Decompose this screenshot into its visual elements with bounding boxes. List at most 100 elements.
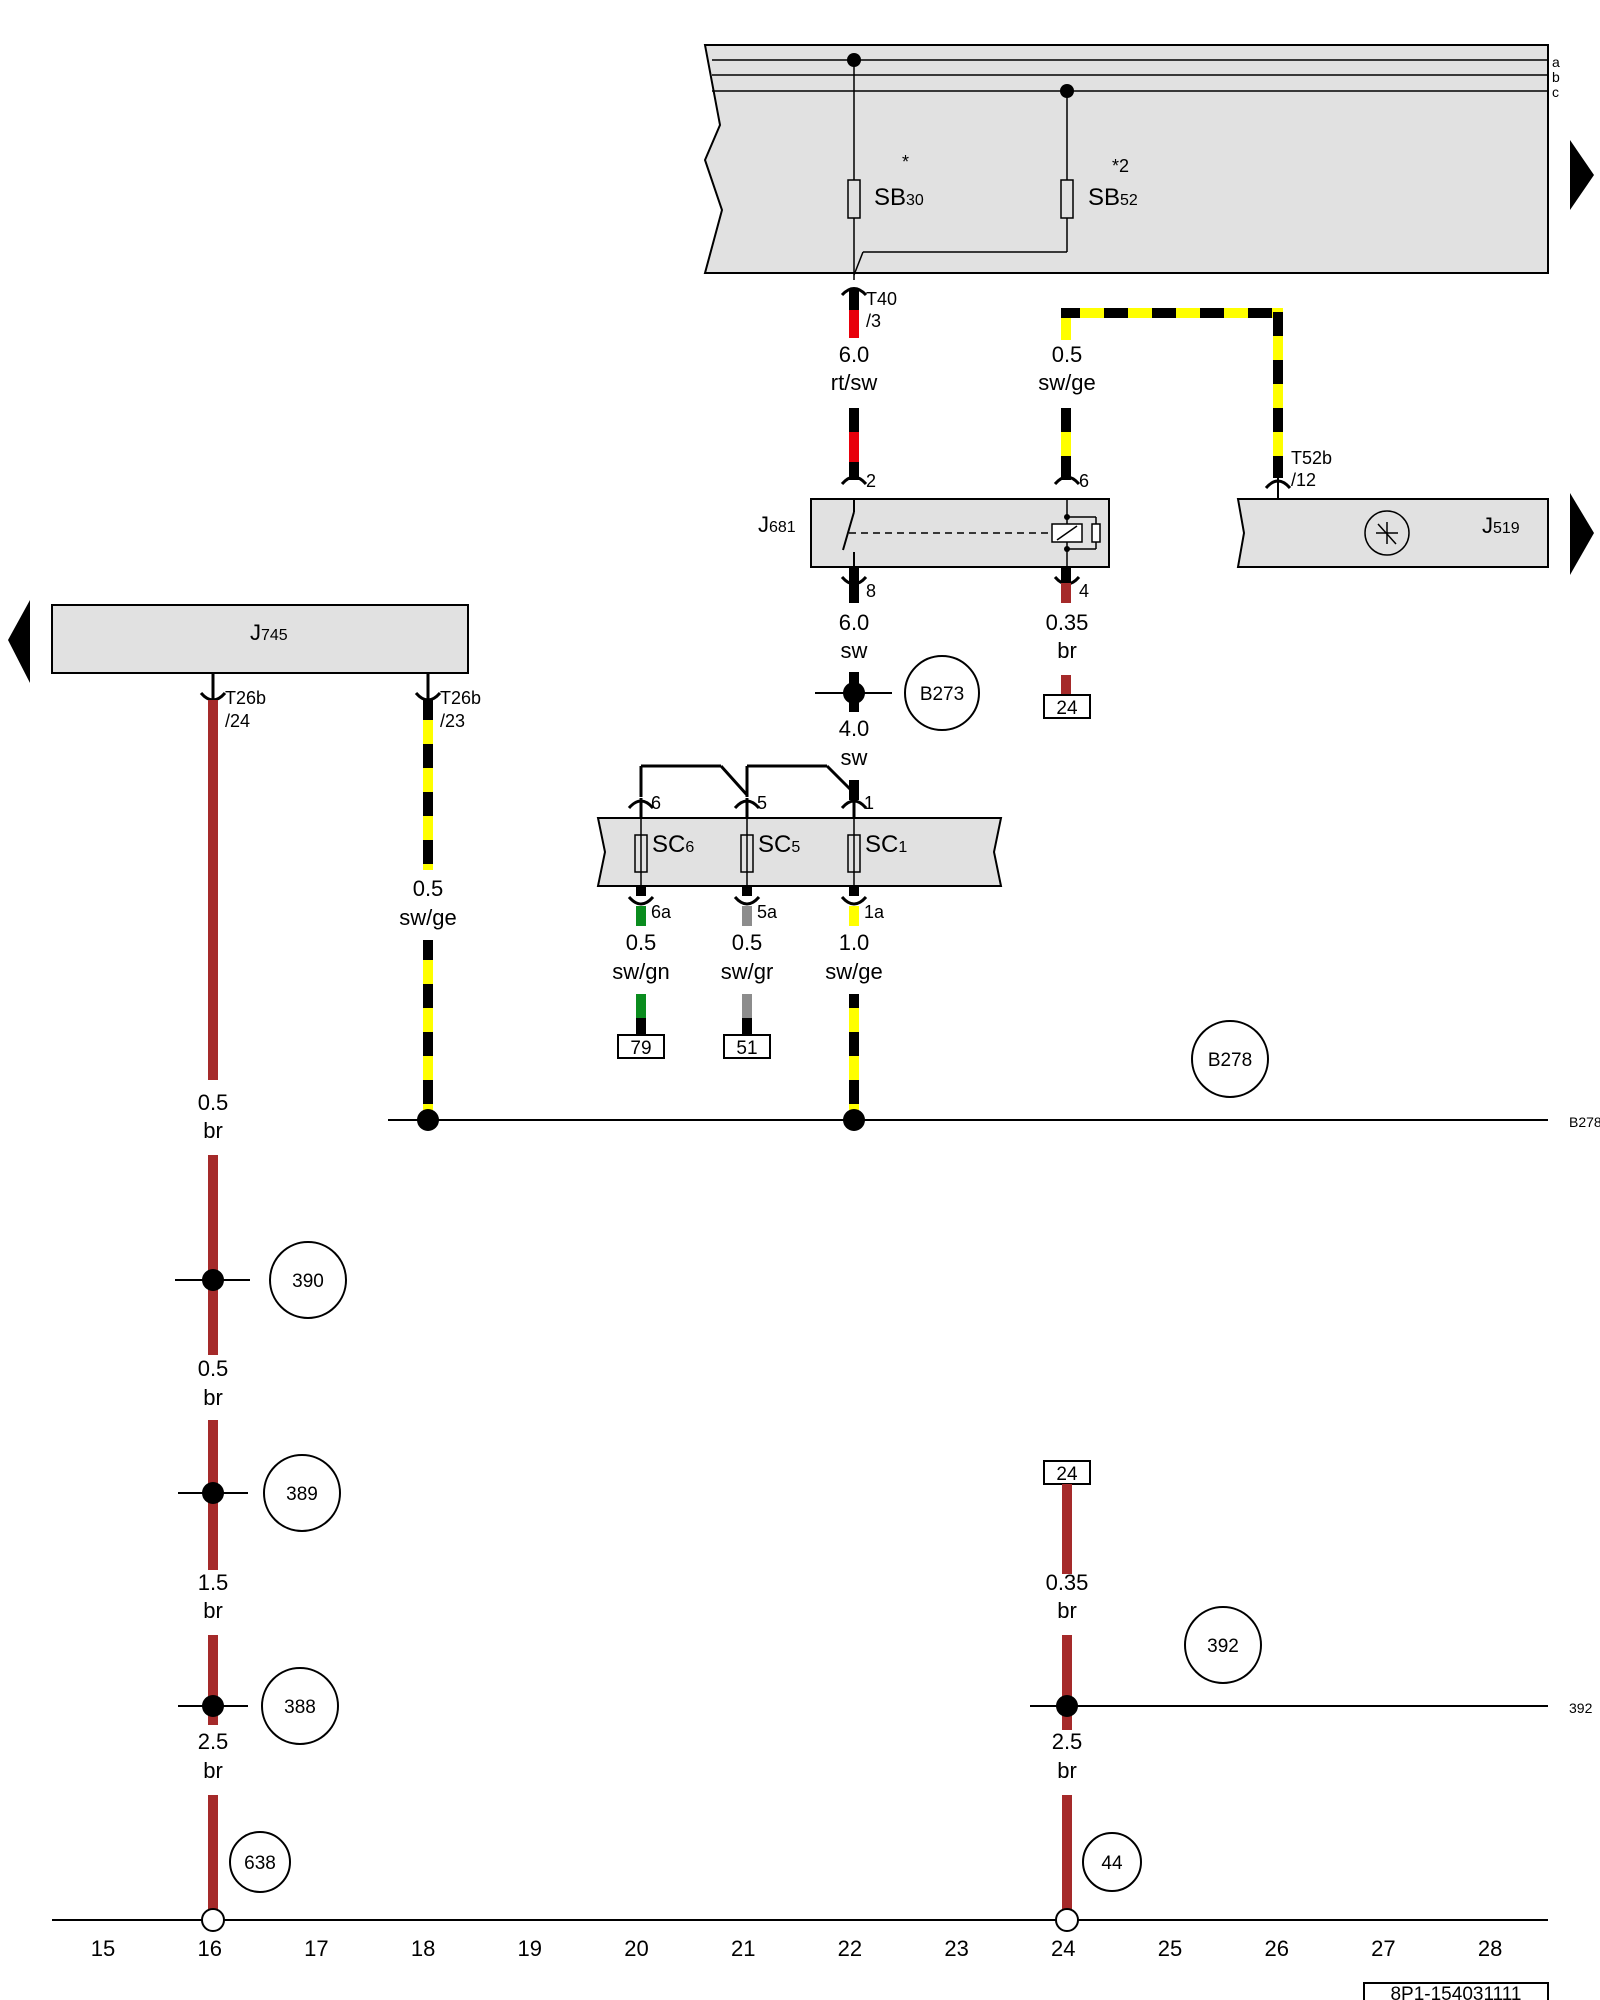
track-number: 25: [1158, 1936, 1182, 1961]
splice-point: [417, 1109, 439, 1131]
wire-label-color: sw/ge: [825, 959, 882, 984]
fuse-sb30-note: *: [902, 152, 909, 172]
wire-label-color: br: [203, 1598, 223, 1623]
ref-box-51: 51: [736, 1038, 757, 1059]
wire-label-size: 2.5: [198, 1729, 229, 1754]
splice-b273: [843, 682, 865, 704]
connector-t52b: T52b: [1291, 448, 1332, 468]
wire-label-size: 0.5: [198, 1356, 229, 1381]
wire-label-color: br: [203, 1758, 223, 1783]
track-number: 19: [518, 1936, 542, 1961]
wire-label-size: 0.5: [198, 1090, 229, 1115]
wire-label-color: sw: [841, 745, 868, 770]
wire-label-size: 6.0: [839, 610, 870, 635]
connector-t26b: T26b: [440, 688, 481, 708]
pin-label: 4: [1079, 581, 1089, 601]
track-number: 21: [731, 1936, 755, 1961]
wire-br-pin4: 4 0.35 br 24: [1043, 567, 1091, 719]
wire-br-ground-right: 24 0.35 br 392 392 2.5 br 44: [1030, 1460, 1593, 1920]
connector-t52b-pin: /12: [1291, 470, 1316, 490]
wire-label-size: 0.5: [732, 930, 763, 955]
wire-label-color: rt/sw: [831, 370, 878, 395]
ref-44: 44: [1101, 1853, 1123, 1874]
fuse-sc6-label: SC6: [652, 831, 694, 858]
edge-ref-b278: B278: [1569, 1114, 1600, 1130]
ref-box-24: 24: [1056, 698, 1078, 719]
track-number: 20: [624, 1936, 648, 1961]
wire-label-size: 1.5: [198, 1570, 229, 1595]
ground-rail: [52, 1908, 1548, 1932]
wire-sw-ground-feed: 8 6.0 sw B273 4.0 sw: [815, 567, 980, 800]
relay-j681-label: J681: [758, 512, 796, 537]
wire-rt-sw: T40 /3 6.0 rt/sw 2: [831, 287, 897, 491]
wire-label-size: 6.0: [839, 342, 870, 367]
fuse-sc5-label: SC5: [758, 831, 800, 858]
track-number: 18: [411, 1936, 435, 1961]
track-number: 22: [838, 1936, 862, 1961]
control-unit-j519-label: J519: [1482, 513, 1520, 538]
wire-label-size: 0.35: [1046, 1570, 1089, 1595]
wire-label-color: sw/gr: [721, 959, 774, 984]
relay-j681: J681: [758, 498, 1110, 568]
ref-b278: B278: [1208, 1050, 1252, 1071]
continue-right-arrow-icon: [1570, 493, 1594, 575]
document-id: 8P1-154031111: [1363, 1982, 1549, 2000]
connector-t26b-pin: /24: [225, 711, 250, 731]
bus-label-c: c: [1552, 84, 1559, 100]
wire-label-color: sw: [841, 638, 868, 663]
ref-392: 392: [1207, 1636, 1239, 1657]
wire-sw-ge-t26b: T26b /23 0.5 sw/ge: [399, 673, 481, 1120]
wire-label-color: sw/ge: [1038, 370, 1095, 395]
continue-right-arrow-icon: [1570, 140, 1594, 210]
fuse-sb30-label: SB30: [874, 184, 924, 211]
ref-390: 390: [292, 1271, 324, 1292]
connector-t26b-pin: /23: [440, 711, 465, 731]
fuse-sb52-label: SB52: [1088, 184, 1138, 211]
ref-388: 388: [284, 1697, 316, 1718]
ref-b273: B273: [920, 684, 964, 705]
pin-label: 1a: [864, 902, 885, 922]
fuse-sc1-label: SC1: [865, 831, 907, 858]
wire-label-color: br: [1057, 1598, 1077, 1623]
line-b278: B278 B278: [388, 1020, 1600, 1131]
pin-label: 6a: [651, 902, 672, 922]
track-number: 24: [1051, 1936, 1075, 1961]
wire-sw-gr: 0.5 sw/gr 51: [721, 930, 774, 1059]
fuse-sb52-icon: [1060, 179, 1074, 219]
track-number: 17: [304, 1936, 328, 1961]
bus-label-b: b: [1552, 69, 1560, 85]
pin-label: 5a: [757, 902, 778, 922]
wire-label-color: br: [1057, 1758, 1077, 1783]
wire-label-color: br: [203, 1118, 223, 1143]
document-id-label: 8P1-154031111: [1390, 1984, 1521, 2000]
wire-label-color: sw/ge: [399, 905, 456, 930]
wire-sw-gn: 0.5 sw/gn 79: [612, 930, 670, 1059]
wire-label-color: sw/gn: [612, 959, 669, 984]
wire-label-color: br: [203, 1385, 223, 1410]
fuse-sb52-note: *2: [1112, 156, 1129, 176]
pin-label: 6: [651, 793, 661, 813]
pin-label: 1: [864, 793, 874, 813]
connector-t26b: T26b: [225, 688, 266, 708]
control-unit-j745: J745: [51, 604, 469, 674]
ref-389: 389: [286, 1484, 318, 1505]
track-number: 15: [91, 1936, 115, 1961]
track-number: 23: [944, 1936, 968, 1961]
bus-label-a: a: [1552, 54, 1560, 70]
wire-br-ground-left: T26b /24 0.5 br 390 0.5 br 389 1.5 br 38…: [175, 673, 347, 1920]
wire-label-size: 0.5: [1052, 342, 1083, 367]
edge-ref-392: 392: [1569, 1700, 1593, 1716]
pin-label: 2: [866, 471, 876, 491]
wire-sw-ge-sc1: 1.0 sw/ge: [825, 930, 883, 1120]
wire-sw-ge-top: T52b /12 0.5 sw/ge 6: [1038, 308, 1332, 500]
splice-point: [843, 1109, 865, 1131]
wire-label-size: 0.5: [626, 930, 657, 955]
ref-box-79: 79: [630, 1038, 651, 1059]
pin-label: 5: [757, 793, 767, 813]
wire-label-size: 0.5: [413, 876, 444, 901]
track-number: 27: [1371, 1936, 1395, 1961]
wire-label-size: 1.0: [839, 930, 870, 955]
pin-label: 8: [866, 581, 876, 601]
